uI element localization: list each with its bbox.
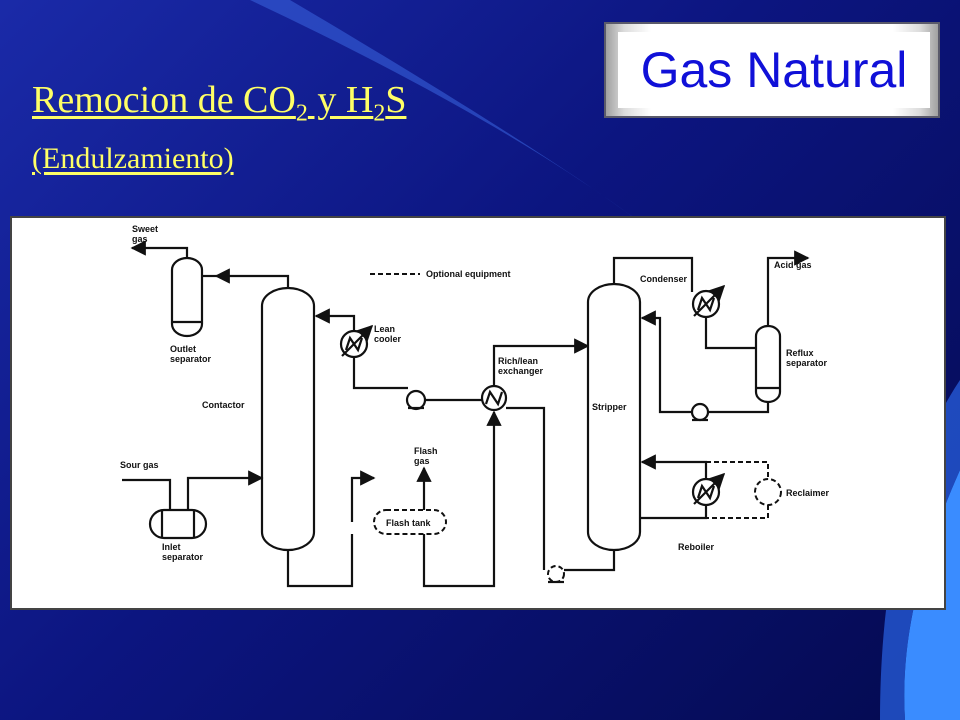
inlet-separator-vessel [148,508,208,540]
outlet-sep-label-2: separator [170,354,212,364]
condenser-label: Condenser [640,274,688,284]
reclaimer-label: Reclaimer [786,488,830,498]
contactor-label: Contactor [202,400,245,410]
inlet-sep-label-2: separator [162,552,204,562]
stripper-column [586,282,642,552]
process-flow-svg: Optional equipment Contactor Outlet sepa… [120,224,830,588]
lean-cooler-label-2: cooler [374,334,402,344]
flash-to-exchanger-line [422,410,502,588]
reflux-sep-label-1: Reflux [786,348,814,358]
exchanger-zigzag [484,389,504,407]
reclaimer-top-line [706,461,769,478]
exchanger-label-2: exchanger [498,366,544,376]
flash-gas-label-1: Flash [414,446,438,456]
reflux-sep-label-2: separator [786,358,828,368]
title-part-main: Remocion de CO [32,79,296,121]
stripper-overhead-line [612,256,694,292]
condenser-to-reflux-line [704,317,756,350]
rich-to-stripper-line [492,338,590,386]
flash-return-line [350,470,376,522]
process-diagram: Optional equipment Contactor Outlet sepa… [10,216,946,610]
acid-gas-label: Acid gas [774,260,812,270]
title-sub-co2: 2 [295,100,308,127]
exchanger-label-1: Rich/lean [498,356,538,366]
condenser-arrow [693,284,726,317]
reflux-separator [754,324,782,404]
stripper-label: Stripper [592,402,627,412]
slide-title: Remocion de CO2 y H2S [32,78,406,128]
flash-tank [373,509,447,535]
reclaimer-bottom-line [706,505,769,519]
contactor-bottom-line [286,534,354,588]
sweet-gas-label-2: gas [132,234,148,244]
inlet-sep-label-1: Inlet [162,542,181,552]
badge-text: Gas Natural [618,32,930,108]
stripper-bottom-line [564,550,616,572]
lean-cooler-arrow [341,324,374,357]
reboiler-label: Reboiler [678,542,715,552]
stripper-to-reboiler-line [640,504,708,520]
pump-to-cooler-line [352,357,408,390]
rich-pump [547,565,565,583]
title-badge: Gas Natural [604,22,940,118]
title-sub-h2s: 2 [373,100,386,127]
reboiler-return-line [640,454,708,479]
sour-gas-label: Sour gas [120,460,159,470]
outlet-separator-vessel [170,256,204,338]
flash-gas-label-2: gas [414,456,430,466]
lean-pump [405,389,427,411]
acid-gas-line [766,250,810,326]
reboiler-arrow [693,472,726,505]
reclaimer [754,478,782,506]
title-part-mid: y H [307,79,374,121]
flash-tank-label: Flash tank [386,518,432,528]
contactor-column [260,286,316,552]
sour-gas-line [122,478,172,510]
sweet-gas-label-1: Sweet [132,224,158,234]
reflux-pump [690,402,710,422]
outlet-sep-label-1: Outlet [170,344,196,354]
lean-to-contactor-line [314,308,356,331]
inlet-to-contactor-line [186,470,264,510]
contactor-to-outlet-line [214,268,290,288]
sweet-gas-line [130,240,189,258]
title-part-end: S [385,79,407,121]
slide-subtitle: (Endulzamiento) [32,142,234,175]
reflux-to-pump-line [708,402,770,414]
lean-to-exchanger-line [506,406,546,570]
lean-cooler-label-1: Lean [374,324,395,334]
reflux-return-line [640,310,692,414]
legend-label: Optional equipment [426,269,511,279]
